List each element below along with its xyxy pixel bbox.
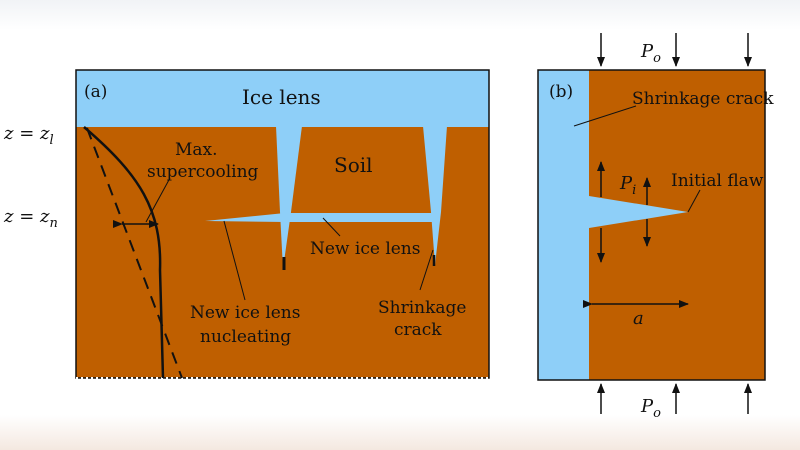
panel-a-tag: (a) <box>84 82 107 102</box>
shrinkage-crack-leader <box>573 105 637 127</box>
shrinkage-crack-left <box>276 126 302 269</box>
initial-flaw <box>589 196 688 228</box>
panel-b: (b) Shrinkage crack Initial flaw Po Po P… <box>537 33 774 421</box>
new-ice-lens-band <box>205 213 440 222</box>
initial-flaw-label: Initial flaw <box>671 171 764 191</box>
po-bottom-label: Po <box>640 396 661 421</box>
panel-a: (a) Ice lens Soil Max. supercooling New … <box>3 69 490 379</box>
z-l-label: z = zl <box>3 123 54 148</box>
panel-b-ice-strip <box>538 70 589 380</box>
new-ice-lens-leader <box>322 217 341 237</box>
panel-a-ice-lens-layer <box>76 70 489 127</box>
a-label: a <box>633 308 644 329</box>
ice-lens-label: Ice lens <box>242 85 321 109</box>
shrinkage-label-2: crack <box>394 320 442 340</box>
nucleating-label-1: New ice lens <box>190 303 300 323</box>
panel-b-border <box>537 69 766 381</box>
nucleating-label-2: nucleating <box>200 327 291 347</box>
po-top-label: Po <box>640 41 661 66</box>
max-supercooling-leader <box>145 177 171 223</box>
max-supercooling-label-2: supercooling <box>147 162 259 182</box>
panel-b-tag: (b) <box>549 82 573 102</box>
nucleating-leader <box>223 220 246 301</box>
temperature-profile-curve <box>83 126 165 379</box>
z-n-label: z = zn <box>3 206 58 231</box>
pi-label: Pi <box>619 173 636 198</box>
freezing-line-dashed <box>86 127 183 379</box>
shrinkage-label-1: Shrinkage <box>378 298 467 318</box>
initial-flaw-leader <box>687 189 701 213</box>
new-ice-lens-label: New ice lens <box>310 239 420 259</box>
shrinkage-leader <box>419 249 434 291</box>
shrinkage-crack-label: Shrinkage crack <box>632 89 774 109</box>
max-supercooling-label-1: Max. <box>175 140 218 160</box>
soil-label: Soil <box>334 153 373 177</box>
shrinkage-crack-right <box>423 126 447 265</box>
